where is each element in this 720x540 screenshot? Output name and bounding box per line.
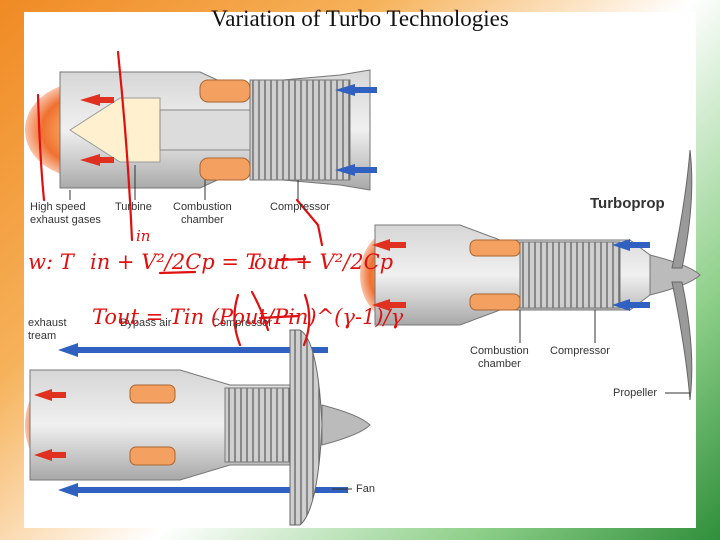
turboprop-propeller-blade-bottom [671, 281, 693, 401]
label-high-speed-exhaust: High speed exhaust gases [30, 201, 101, 226]
label-turbojet-combustion: Combustion chamber [173, 201, 232, 226]
turbofan-fan-blades [289, 329, 323, 526]
ink-marks [36, 50, 324, 347]
ink-fraction-bar-2 [276, 257, 307, 262]
ink-fraction-bar [258, 314, 300, 320]
ink-inlet-line [116, 50, 134, 242]
ink-pressure-eq: Tout = Tin (Pout/Pin)^(γ-1)/γ [92, 305, 404, 329]
ink-down-arrow [250, 290, 270, 332]
ink-left-paren [233, 293, 242, 347]
label-propeller: Propeller [613, 387, 658, 399]
turbofan-combustor-bottom [129, 446, 176, 466]
turboprop-leader-lines [519, 310, 690, 394]
ink-inlet-marker: in [136, 227, 151, 245]
label-turbofan-compressor: Compressor [212, 317, 272, 329]
ink-energy-eq-right: out + V²/2Cp [254, 250, 394, 274]
ink-energy-eq-mid: in + V²/2Cp = T [90, 250, 260, 274]
turboprop-propeller-blade-top [671, 149, 693, 269]
turbojet-leader-lines [69, 165, 299, 200]
ink-energy-eq-left: w: T [28, 250, 74, 274]
turboprop-diagram [360, 149, 701, 401]
turboprop-exhaust-arrows [372, 239, 406, 311]
turbojet-shaft [159, 109, 251, 151]
turboprop-combustor-top [469, 239, 521, 257]
turbojet-exhaust-arrows [80, 94, 114, 166]
label-bypass-air: Bypass air [120, 317, 172, 329]
turbofan-combustor-top [129, 384, 176, 404]
label-turbojet-compressor: Compressor [270, 201, 330, 213]
turbojet-intake-arrows [335, 84, 377, 176]
ink-exhaust-line [36, 93, 46, 202]
turbojet-combustor-top [199, 79, 251, 103]
turbojet-compressor-blades [249, 79, 351, 181]
label-turboprop-combustion: Combustion chamber [470, 345, 529, 370]
label-fan: Fan [356, 483, 375, 495]
ink-fraction-bar-1 [158, 270, 197, 275]
label-turboprop-compressor: Compressor [550, 345, 610, 357]
turbojet-combustor-bottom [199, 157, 251, 181]
turbofan-nose-cone [321, 404, 371, 446]
turboprop-combustor-bottom [469, 293, 521, 311]
ink-compressor-arrow [295, 198, 324, 247]
label-turbofan-exhaust: exhaust tream [28, 317, 67, 342]
turboprop-intake-arrows [612, 239, 650, 311]
turboprop-spinner [649, 254, 701, 296]
turbofan-exhaust-arrows [34, 389, 66, 461]
label-turbine: Turbine [115, 201, 152, 213]
ink-right-paren [302, 293, 311, 347]
turbojet-diagram [25, 69, 377, 200]
turboprop-compressor-blades [519, 241, 621, 309]
turbofan-bypass-arrows [58, 343, 348, 497]
turbofan-diagram [25, 329, 371, 526]
slide-title: Variation of Turbo Technologies [211, 6, 509, 31]
turbofan-compressor-blades [224, 387, 301, 463]
turboprop-title: Turboprop [590, 195, 665, 212]
